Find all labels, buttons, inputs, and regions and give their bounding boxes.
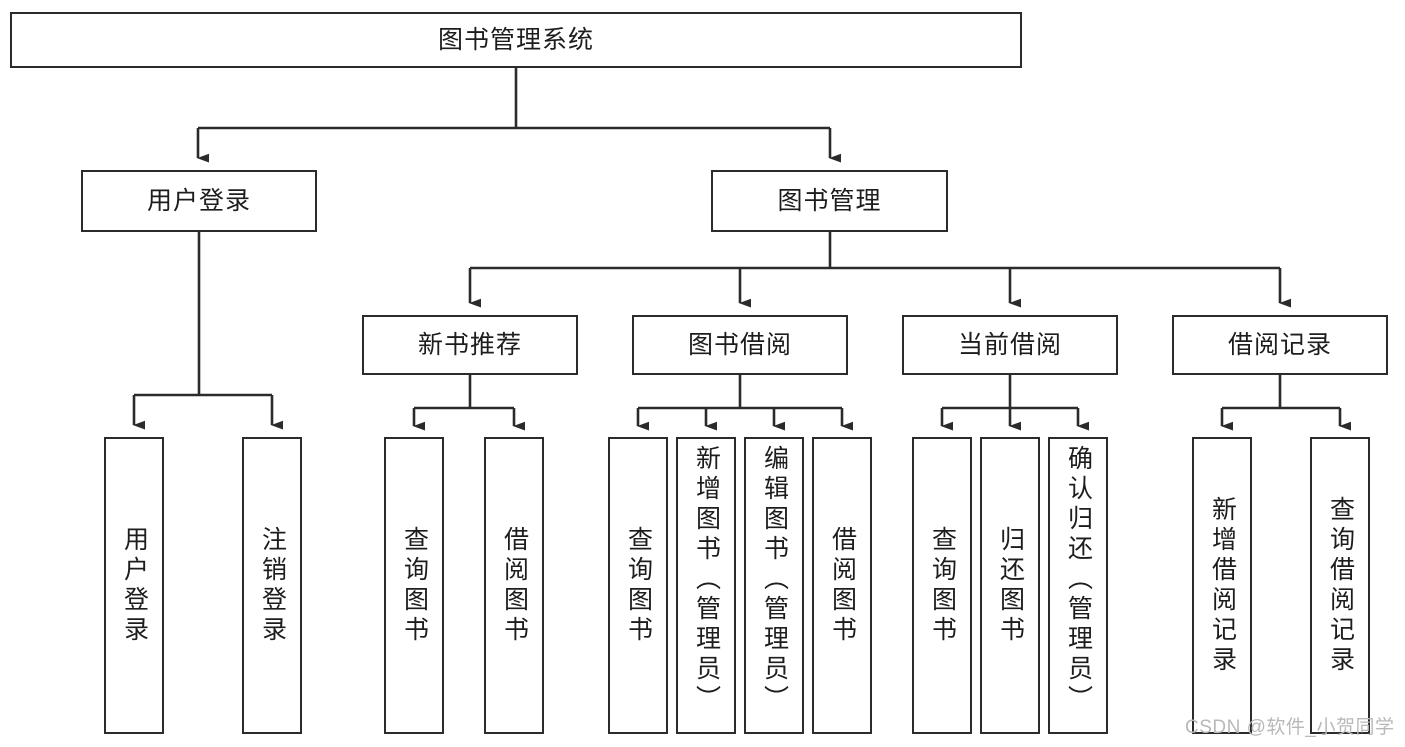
node-label: 查询借阅记录 bbox=[1326, 495, 1355, 676]
node-label: 查询图书 bbox=[928, 525, 957, 646]
node-label: 图书管理 bbox=[777, 186, 882, 215]
node-label: 图书管理系统 bbox=[437, 25, 594, 54]
node-root-system[interactable]: 图书管理系统 bbox=[10, 12, 1022, 68]
node-label: 归还图书 bbox=[996, 525, 1025, 646]
node-label: 查询图书 bbox=[400, 525, 429, 646]
leaf-add-borrow-record[interactable]: 新增借阅记录 bbox=[1192, 437, 1252, 734]
leaf-confirm-return[interactable]: 确认归还（管理员） bbox=[1048, 437, 1108, 734]
leaf-edit-book[interactable]: 编辑图书（管理员） bbox=[744, 437, 804, 734]
leaf-user-login[interactable]: 用户登录 bbox=[104, 437, 164, 734]
leaf-query-book-recommend[interactable]: 查询图书 bbox=[384, 437, 444, 734]
leaf-return-book[interactable]: 归还图书 bbox=[980, 437, 1040, 734]
leaf-query-book-borrow[interactable]: 查询图书 bbox=[608, 437, 668, 734]
node-label: 编辑图书（管理员） bbox=[760, 445, 789, 715]
node-label: 新书推荐 bbox=[417, 330, 522, 359]
leaf-query-borrow-record[interactable]: 查询借阅记录 bbox=[1310, 437, 1370, 734]
node-label: 当前借阅 bbox=[957, 330, 1062, 359]
node-new-book-recommend[interactable]: 新书推荐 bbox=[362, 315, 578, 375]
node-label: 图书借阅 bbox=[687, 330, 792, 359]
leaf-borrow-book-recommend[interactable]: 借阅图书 bbox=[484, 437, 544, 734]
node-label: 用户登录 bbox=[120, 525, 149, 646]
node-label: 新增图书（管理员） bbox=[692, 445, 721, 715]
node-borrow-record[interactable]: 借阅记录 bbox=[1172, 315, 1388, 375]
node-current-borrow[interactable]: 当前借阅 bbox=[902, 315, 1118, 375]
node-label: 新增借阅记录 bbox=[1208, 495, 1237, 676]
watermark-text: CSDN @软件_小贺同学 bbox=[1185, 717, 1395, 738]
node-label: 注销登录 bbox=[258, 525, 287, 646]
node-label: 借阅记录 bbox=[1227, 330, 1332, 359]
node-label: 借阅图书 bbox=[500, 525, 529, 646]
leaf-logout-login[interactable]: 注销登录 bbox=[242, 437, 302, 734]
node-label: 借阅图书 bbox=[828, 525, 857, 646]
leaf-add-book[interactable]: 新增图书（管理员） bbox=[676, 437, 736, 734]
node-book-borrow[interactable]: 图书借阅 bbox=[632, 315, 848, 375]
leaf-borrow-book-borrow[interactable]: 借阅图书 bbox=[812, 437, 872, 734]
node-label: 确认归还（管理员） bbox=[1064, 445, 1093, 715]
node-label: 查询图书 bbox=[624, 525, 653, 646]
leaf-query-book-current[interactable]: 查询图书 bbox=[912, 437, 972, 734]
node-label: 用户登录 bbox=[146, 186, 251, 215]
node-user-login[interactable]: 用户登录 bbox=[81, 170, 317, 232]
node-book-management[interactable]: 图书管理 bbox=[711, 170, 948, 232]
